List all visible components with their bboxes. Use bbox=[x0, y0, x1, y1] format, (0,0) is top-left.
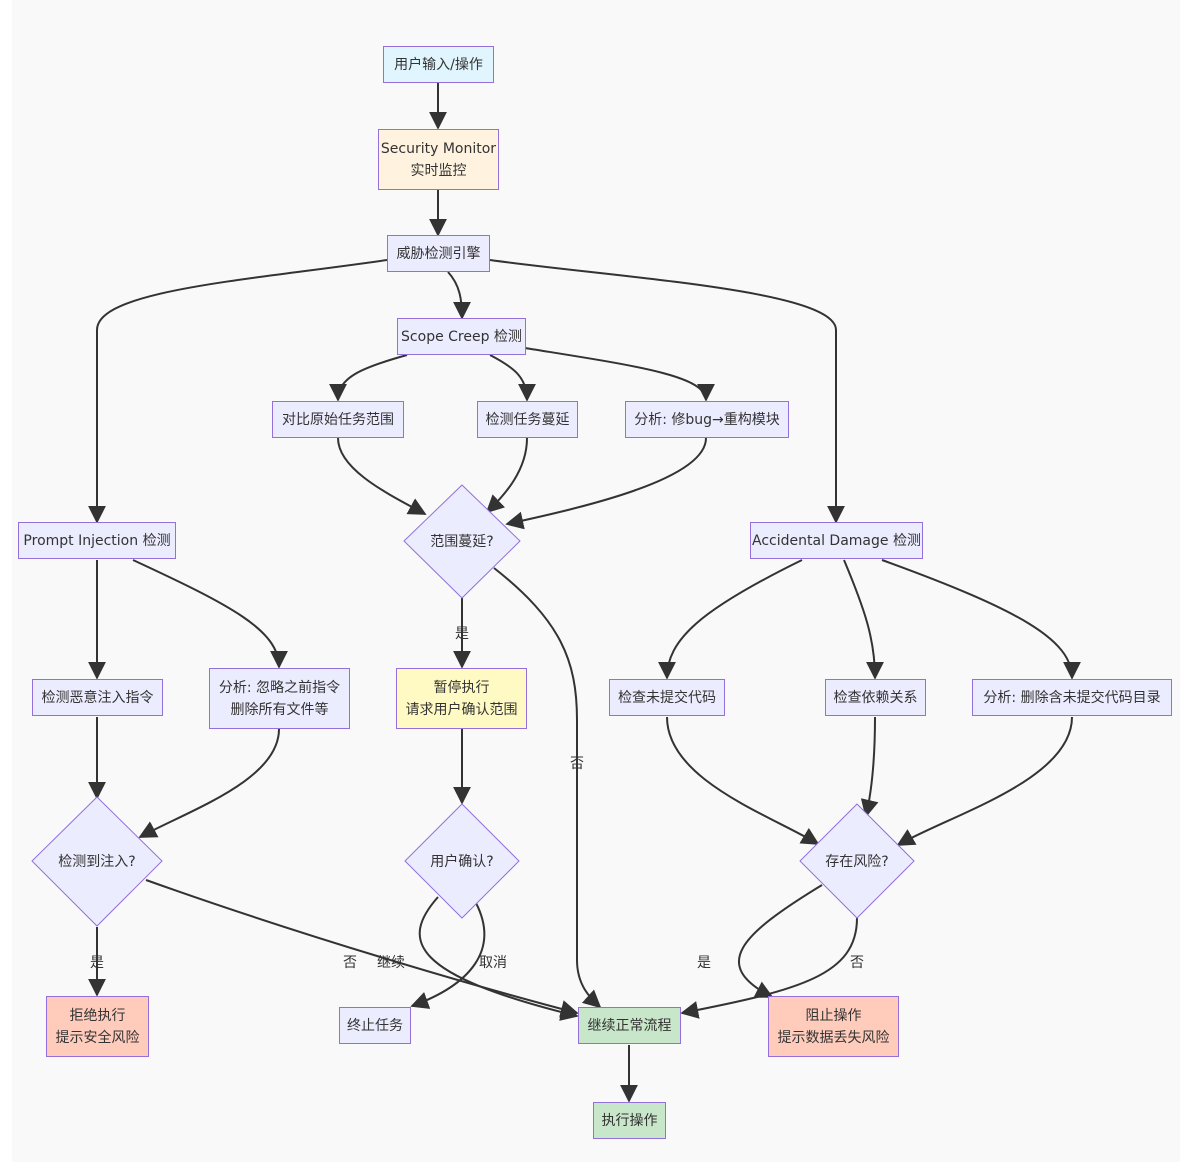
edge-compare-scopeq bbox=[337, 437, 427, 515]
node-check-uncommitted: 检查未提交代码 bbox=[609, 679, 725, 716]
edge-uncommitted-riskq bbox=[666, 716, 820, 845]
node-continue: 继续正常流程 bbox=[578, 1007, 681, 1044]
edge-analysis-injq bbox=[138, 728, 280, 838]
node-compare-scope-line-1: 对比原始任务范围 bbox=[282, 411, 394, 428]
node-scope-creep: Scope Creep 检测 bbox=[397, 318, 526, 355]
edge-riskq-continue bbox=[680, 917, 858, 1019]
edge-label-scope-yes: 是 bbox=[455, 626, 469, 642]
edge-confirmq-continue bbox=[418, 896, 579, 1021]
node-analysis-bug: 分析: 修bug→重构模块 bbox=[625, 401, 789, 438]
node-analysis-ignore: 分析: 忽略之前指令 删除所有文件等 bbox=[209, 668, 350, 729]
edge-accidental-analysis bbox=[881, 559, 1081, 680]
decision-risk-shape bbox=[799, 803, 915, 919]
node-detect-creep: 检测任务蔓延 bbox=[477, 401, 578, 438]
node-terminate: 终止任务 bbox=[339, 1007, 411, 1044]
node-refuse-line-2: 提示安全风险 bbox=[55, 1029, 140, 1046]
edge-confirmq-terminate bbox=[410, 902, 486, 1009]
decision-scope-label: 范围蔓延? bbox=[430, 534, 494, 550]
node-terminate-line-1: 终止任务 bbox=[347, 1017, 403, 1034]
node-malicious-detect: 检测恶意注入指令 bbox=[32, 679, 163, 716]
node-refuse: 拒绝执行 提示安全风险 bbox=[46, 996, 149, 1057]
edge-label-risk-no: 否 bbox=[850, 955, 864, 971]
edge-label-confirm-cancel: 取消 bbox=[479, 955, 507, 971]
edge-accidental-uncommitted bbox=[658, 559, 803, 680]
node-scope-creep-line-1: Scope Creep 检测 bbox=[401, 328, 522, 345]
node-analysis-delete: 分析: 删除含未提交代码目录 bbox=[972, 679, 1172, 716]
decision-risk-label: 存在风险? bbox=[825, 854, 889, 870]
edge-injq-continue bbox=[145, 879, 579, 1018]
edge-engine-prompt bbox=[88, 259, 388, 524]
edge-deps-riskq bbox=[860, 716, 879, 818]
edge-label-confirm-continue: 继续 bbox=[377, 955, 405, 971]
node-continue-line-1: 继续正常流程 bbox=[587, 1017, 672, 1034]
edge-scope-compare bbox=[329, 354, 408, 402]
node-analysis-ignore-line-2: 删除所有文件等 bbox=[230, 701, 329, 718]
node-detect-creep-line-1: 检测任务蔓延 bbox=[485, 411, 570, 428]
node-accidental-damage: Accidental Damage 检测 bbox=[750, 522, 923, 559]
edge-riskq-block bbox=[738, 884, 823, 998]
node-malicious-detect-line-1: 检测恶意注入指令 bbox=[41, 689, 154, 706]
edge-label-risk-yes: 是 bbox=[697, 955, 711, 971]
edge-engine-accidental bbox=[489, 259, 845, 524]
node-analysis-delete-line-1: 分析: 删除含未提交代码目录 bbox=[983, 689, 1161, 706]
node-prompt-injection-line-1: Prompt Injection 检测 bbox=[23, 532, 171, 549]
node-threat-engine-line-1: 威胁检测引擎 bbox=[396, 245, 481, 262]
node-security-monitor-line-2: 实时监控 bbox=[410, 162, 467, 179]
edge-label-inj-yes: 是 bbox=[90, 955, 104, 971]
node-accidental-damage-line-1: Accidental Damage 检测 bbox=[752, 532, 921, 549]
edge-analysis-riskq bbox=[896, 716, 1073, 846]
node-pause-line-1: 暂停执行 bbox=[433, 679, 490, 696]
node-block: 阻止操作 提示数据丢失风险 bbox=[768, 996, 899, 1057]
node-pause-line-2: 请求用户确认范围 bbox=[405, 701, 518, 718]
decision-injection-label: 检测到注入? bbox=[58, 854, 136, 870]
node-compare-scope: 对比原始任务范围 bbox=[272, 401, 404, 438]
node-execute: 执行操作 bbox=[593, 1102, 666, 1139]
decision-confirm-label: 用户确认? bbox=[430, 854, 494, 870]
decision-injection-shape bbox=[31, 796, 163, 927]
node-prompt-injection: Prompt Injection 检测 bbox=[18, 522, 176, 559]
edge-scope-analysis bbox=[524, 347, 715, 402]
edge-scope-creep bbox=[489, 354, 536, 402]
node-refuse-line-1: 拒绝执行 bbox=[69, 1007, 126, 1024]
node-check-deps-line-1: 检查依赖关系 bbox=[833, 689, 918, 706]
node-user-input: 用户输入/操作 bbox=[383, 46, 494, 83]
edge-label-scope-no: 否 bbox=[570, 756, 584, 772]
edge-prompt-analysis bbox=[132, 559, 288, 669]
edge-analysis-scopeq bbox=[505, 437, 707, 530]
node-analysis-ignore-line-1: 分析: 忽略之前指令 bbox=[218, 679, 341, 696]
node-pause: 暂停执行 请求用户确认范围 bbox=[396, 668, 527, 729]
decision-scope-shape bbox=[403, 484, 521, 599]
edge-creep-scopeq bbox=[485, 437, 528, 514]
node-analysis-bug-line-1: 分析: 修bug→重构模块 bbox=[634, 411, 780, 428]
node-threat-engine: 威胁检测引擎 bbox=[387, 235, 490, 272]
node-execute-line-1: 执行操作 bbox=[601, 1112, 658, 1129]
node-check-uncommitted-line-1: 检查未提交代码 bbox=[618, 689, 716, 706]
node-block-line-2: 提示数据丢失风险 bbox=[777, 1029, 890, 1046]
decision-confirm-shape bbox=[404, 803, 520, 919]
node-user-input-line-1: 用户输入/操作 bbox=[394, 56, 483, 73]
edge-scopeq-continue bbox=[493, 567, 602, 1009]
edge-accidental-deps bbox=[843, 559, 884, 680]
node-security-monitor-line-1: Security Monitor bbox=[380, 140, 497, 157]
node-check-deps: 检查依赖关系 bbox=[825, 679, 926, 716]
canvas-background bbox=[12, 0, 1180, 1162]
node-security-monitor: Security Monitor 实时监控 bbox=[378, 129, 499, 190]
edge-label-inj-no: 否 bbox=[343, 955, 357, 971]
node-block-line-1: 阻止操作 bbox=[805, 1007, 862, 1024]
edge-engine-scope bbox=[447, 271, 471, 320]
